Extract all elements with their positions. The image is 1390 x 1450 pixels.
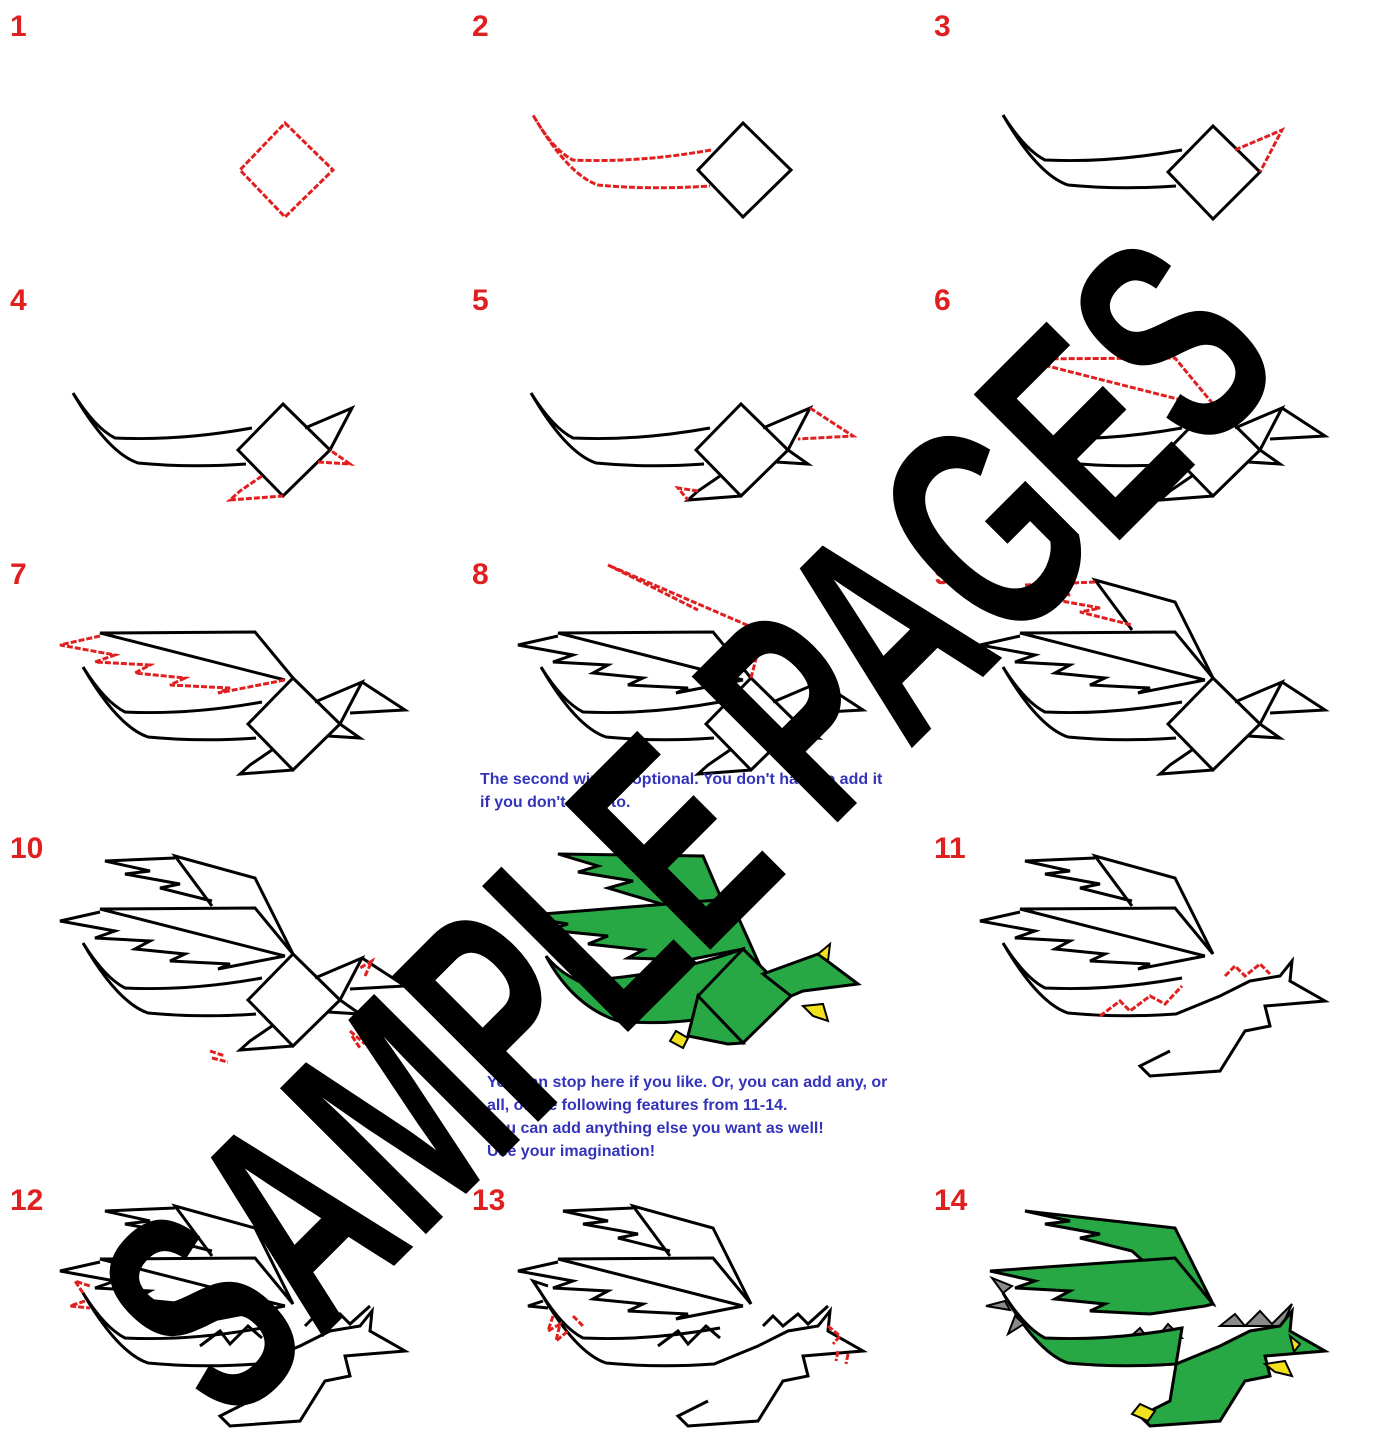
step-number: 7 (10, 558, 27, 591)
step-3-drawing (1003, 115, 1282, 219)
step-number: 6 (934, 284, 951, 317)
step-number: 12 (10, 1184, 43, 1217)
step-number: 4 (10, 284, 27, 317)
step-1-drawing (240, 123, 333, 217)
step-13-drawing (518, 1206, 863, 1426)
step-7-drawing (60, 632, 405, 774)
step-number: 11 (934, 832, 966, 865)
step-4-drawing (73, 393, 352, 500)
step-14-colored-dragon (986, 1211, 1325, 1426)
step-number: 14 (934, 1184, 968, 1217)
step-number: 1 (10, 10, 27, 43)
step-number: 10 (10, 832, 43, 865)
step-11-drawing (980, 856, 1325, 1076)
step-number: 8 (472, 558, 489, 591)
step-number: 2 (472, 10, 489, 43)
step-number: 3 (934, 10, 951, 43)
step-number: 5 (472, 284, 489, 317)
step-2-drawing (533, 115, 791, 217)
